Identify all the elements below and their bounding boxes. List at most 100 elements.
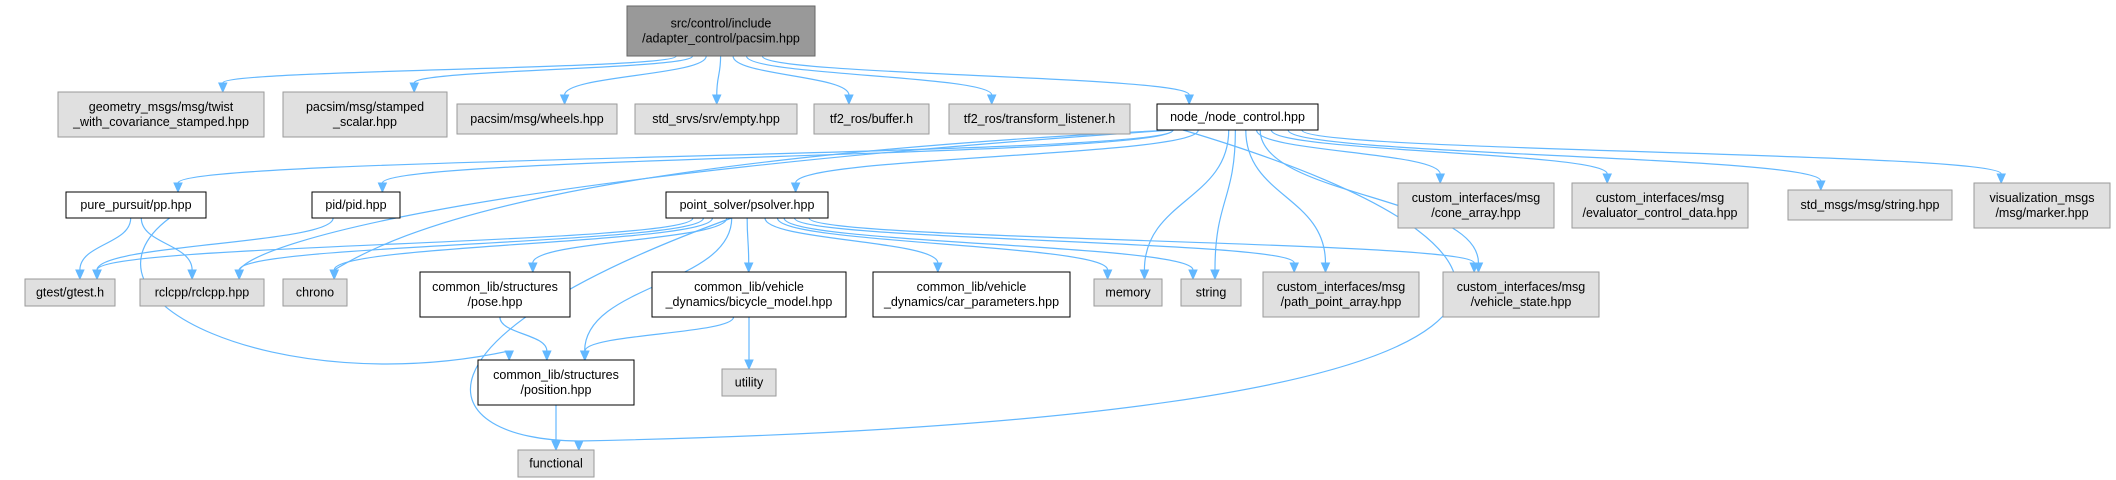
node-label: _dynamics/bicycle_model.hpp bbox=[665, 295, 833, 309]
node-label: pid/pid.hpp bbox=[325, 198, 386, 212]
edges-layer bbox=[75, 55, 2006, 452]
node-bicycle[interactable]: common_lib/vehicle_dynamics/bicycle_mode… bbox=[651, 271, 847, 318]
edge-pure_pursuit-to-gtest bbox=[75, 217, 132, 281]
node-label: custom_interfaces/msg bbox=[1412, 191, 1541, 205]
node-box bbox=[65, 191, 207, 219]
arrowhead bbox=[377, 182, 388, 194]
node-label: /vehicle_state.hpp bbox=[1471, 295, 1572, 309]
node-label: rclcpp/rclcpp.hpp bbox=[155, 286, 250, 300]
node-label: common_lib/vehicle bbox=[917, 280, 1027, 294]
edge-pure_pursuit-to-rclcpp bbox=[140, 217, 197, 281]
node-label: memory bbox=[1105, 286, 1151, 300]
node-label: /position.hpp bbox=[521, 383, 592, 397]
arrowhead bbox=[173, 182, 183, 194]
node-cone-array: custom_interfaces/msg/cone_array.hpp bbox=[1397, 182, 1555, 229]
node-label: functional bbox=[529, 457, 583, 471]
node-std-string-msg: std_msgs/msg/string.hpp bbox=[1787, 189, 1953, 221]
arrowhead bbox=[580, 350, 590, 362]
node-box bbox=[1397, 182, 1555, 229]
node-box bbox=[872, 271, 1071, 318]
edge-node_control-to-memory bbox=[1139, 129, 1230, 281]
node-label: string bbox=[1196, 286, 1227, 300]
arrowhead bbox=[1469, 262, 1479, 274]
edge-root-to-tf2_buffer bbox=[732, 55, 854, 106]
edge-root-to-pacsim_stamped bbox=[409, 55, 694, 94]
nodes-layer: src/control/include/adapter_control/pacs… bbox=[24, 5, 2111, 478]
arrowhead bbox=[1320, 262, 1331, 274]
edge-psolver-to-car_params bbox=[764, 217, 943, 274]
node-tf2-listener: tf2_ros/transform_listener.h bbox=[948, 103, 1131, 135]
arrowhead bbox=[528, 262, 538, 274]
node-label: src/control/include bbox=[671, 17, 772, 31]
node-gtest: gtest/gtest.h bbox=[24, 278, 116, 307]
arrowhead bbox=[1188, 269, 1198, 281]
node-label: pacsim/msg/stamped bbox=[306, 100, 424, 114]
node-box bbox=[456, 103, 618, 135]
edge-psolver-to-functional bbox=[469, 217, 732, 452]
node-label: /path_point_array.hpp bbox=[1281, 295, 1402, 309]
node-functional: functional bbox=[517, 449, 595, 478]
node-car-params[interactable]: common_lib/vehicle_dynamics/car_paramete… bbox=[872, 271, 1071, 318]
arrowhead bbox=[1602, 173, 1612, 185]
arrowhead bbox=[329, 269, 339, 281]
arrowhead bbox=[844, 94, 854, 106]
arrowhead bbox=[75, 269, 85, 281]
node-label: chrono bbox=[296, 286, 334, 300]
arrowhead bbox=[744, 359, 754, 371]
arrowhead bbox=[1210, 269, 1220, 281]
node-label: common_lib/structures bbox=[493, 368, 619, 382]
edge-psolver-to-path_point bbox=[793, 217, 1299, 274]
node-box bbox=[1156, 103, 1319, 131]
node-label: /cone_array.hpp bbox=[1431, 206, 1520, 220]
node-box bbox=[1787, 189, 1953, 221]
edge-node_control-to-psolver bbox=[790, 129, 1199, 194]
arrowhead bbox=[574, 440, 584, 452]
node-box bbox=[1262, 271, 1420, 318]
arrowhead bbox=[1816, 180, 1826, 192]
node-chrono: chrono bbox=[282, 278, 348, 307]
node-pid[interactable]: pid/pid.hpp bbox=[311, 191, 401, 219]
edge-bicycle-to-utility bbox=[744, 316, 754, 371]
node-pacsim-wheels: pacsim/msg/wheels.hpp bbox=[456, 103, 618, 135]
arrowhead bbox=[743, 262, 754, 274]
arrowhead bbox=[234, 269, 244, 281]
node-label: /pose.hpp bbox=[468, 295, 523, 309]
edge-psolver-to-vehicle_state bbox=[808, 217, 1479, 274]
node-label: common_lib/structures bbox=[432, 280, 558, 294]
node-box bbox=[1442, 271, 1600, 318]
node-pose[interactable]: common_lib/structures/pose.hpp bbox=[419, 271, 571, 318]
node-root[interactable]: src/control/include/adapter_control/pacs… bbox=[626, 5, 816, 57]
node-label: tf2_ros/transform_listener.h bbox=[964, 112, 1116, 126]
edge-node_control-to-std_string_msg bbox=[1287, 129, 1826, 192]
edge-psolver-to-memory bbox=[776, 217, 1113, 281]
arrowhead bbox=[986, 94, 997, 106]
node-label: custom_interfaces/msg bbox=[1277, 280, 1406, 294]
edge-psolver-to-pose bbox=[528, 217, 728, 274]
node-label: custom_interfaces/msg bbox=[1457, 280, 1586, 294]
edge-node_control-to-pid bbox=[377, 129, 1174, 194]
node-psolver[interactable]: point_solver/psolver.hpp bbox=[665, 191, 829, 219]
node-box bbox=[1093, 278, 1163, 307]
node-box bbox=[139, 278, 265, 307]
edge-root-to-geometry bbox=[218, 55, 677, 94]
node-marker: visualization_msgs/msg/marker.hpp bbox=[1973, 182, 2111, 229]
arrowhead bbox=[1102, 269, 1113, 281]
node-pacsim-stamped: pacsim/msg/stamped_scalar.hpp bbox=[282, 91, 448, 138]
node-label: utility bbox=[735, 376, 764, 390]
node-position[interactable]: common_lib/structures/position.hpp bbox=[477, 359, 635, 406]
node-box bbox=[419, 271, 571, 318]
node-std-srvs: std_srvs/srv/empty.hpp bbox=[634, 103, 798, 135]
node-label: common_lib/vehicle bbox=[694, 280, 804, 294]
node-label: custom_interfaces/msg bbox=[1596, 191, 1725, 205]
node-label: _dynamics/car_parameters.hpp bbox=[883, 295, 1059, 309]
node-box bbox=[517, 449, 595, 478]
node-node-control[interactable]: node_/node_control.hpp bbox=[1156, 103, 1319, 131]
arrowhead bbox=[559, 94, 570, 106]
node-pure-pursuit[interactable]: pure_pursuit/pp.hpp bbox=[65, 191, 207, 219]
node-label: std_srvs/srv/empty.hpp bbox=[652, 112, 780, 126]
node-box bbox=[626, 5, 816, 57]
edge-bicycle-to-position bbox=[580, 316, 735, 362]
arrowhead bbox=[1139, 269, 1150, 281]
arrowhead bbox=[1996, 173, 2006, 185]
